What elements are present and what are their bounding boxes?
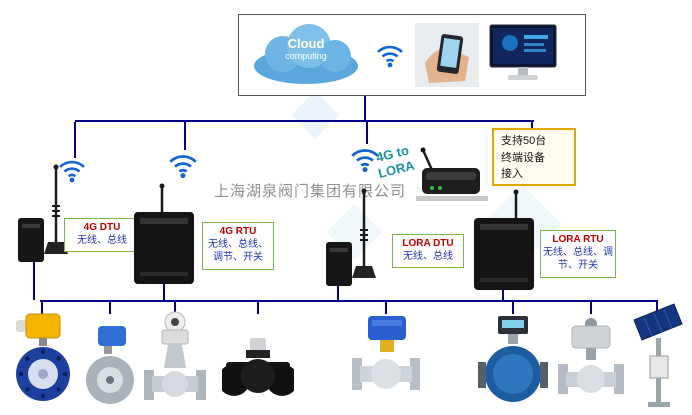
connector-line <box>590 300 592 314</box>
lora-gateway-router <box>416 147 488 201</box>
device-desc: 无线、总线、调节、开关 <box>543 247 613 271</box>
capacity-note: 支持50台 终端设备 接入 <box>492 128 576 186</box>
device-name: LORA RTU <box>552 234 604 245</box>
device-label-lora-dtu: LORA DTU 无线、总线 <box>392 234 464 268</box>
solar-panel-pole <box>633 303 683 407</box>
connector-line <box>385 300 387 314</box>
connector-line <box>531 122 533 130</box>
device-desc: 无线、总线 <box>403 251 453 262</box>
cloud-shape <box>254 24 358 84</box>
black-flanged-ball-valve <box>222 338 294 396</box>
wifi-signal-icon <box>377 45 403 68</box>
globe-valve-white-actuator <box>144 311 206 400</box>
connector-line <box>656 300 658 314</box>
connector-bus-bottom <box>40 300 657 302</box>
device-label-lora-rtu: LORA RTU 无线、总线、调节、开关 <box>540 230 616 278</box>
device-desc: 无线、总线、调节、开关 <box>208 239 268 263</box>
wifi-signal-icon <box>59 160 85 183</box>
lora-dtu-device <box>326 188 376 286</box>
device-label-4g-dtu: 4G DTU 无线、总线 <box>64 218 140 252</box>
connector-line <box>74 122 76 158</box>
cloud-computing-icon: Cloud computing <box>247 22 365 88</box>
connector-line <box>163 284 165 300</box>
connector-line <box>33 262 35 300</box>
connector-line <box>502 290 504 300</box>
wifi-signal-icon <box>351 149 379 173</box>
connector-bus-top <box>75 120 534 122</box>
connector-line <box>366 122 368 144</box>
note-line: 支持50台 <box>501 135 547 147</box>
watermark-shape <box>290 90 340 140</box>
connector-line <box>512 300 514 314</box>
connector-line <box>184 122 186 150</box>
connector-line <box>109 300 111 314</box>
wifi-signal-icon <box>169 155 197 179</box>
electromagnetic-flowmeter <box>478 316 548 402</box>
device-name: 4G DTU <box>83 222 121 233</box>
note-line: 接入 <box>501 168 523 180</box>
ball-valve-gray-actuator <box>558 318 624 394</box>
phone-in-hand-image <box>415 23 479 87</box>
dtu-4g-device <box>18 164 68 262</box>
connector-line <box>41 300 43 314</box>
butterfly-valve-yellow-actuator <box>16 313 70 401</box>
ball-valve-blue-actuator <box>352 316 420 390</box>
company-watermark: 上海湖泉阀门集团有限公司 <box>214 183 407 200</box>
connector-line <box>364 96 366 122</box>
connector-line <box>337 286 339 300</box>
device-name: LORA DTU <box>402 238 454 249</box>
connector-line <box>174 300 176 314</box>
rtu-4g-device <box>134 183 194 284</box>
butterfly-valve-blue-actuator <box>86 326 134 404</box>
monitor-image <box>489 24 557 80</box>
connector-line <box>257 300 259 314</box>
device-desc: 无线、总线 <box>77 235 127 246</box>
cloud-platform-box: Cloud computing <box>238 14 586 96</box>
device-label-4g-rtu: 4G RTU 无线、总线、调节、开关 <box>202 222 274 270</box>
lora-rtu-device <box>474 189 534 290</box>
note-line: 终端设备 <box>501 151 545 164</box>
device-name: 4G RTU <box>219 226 257 237</box>
